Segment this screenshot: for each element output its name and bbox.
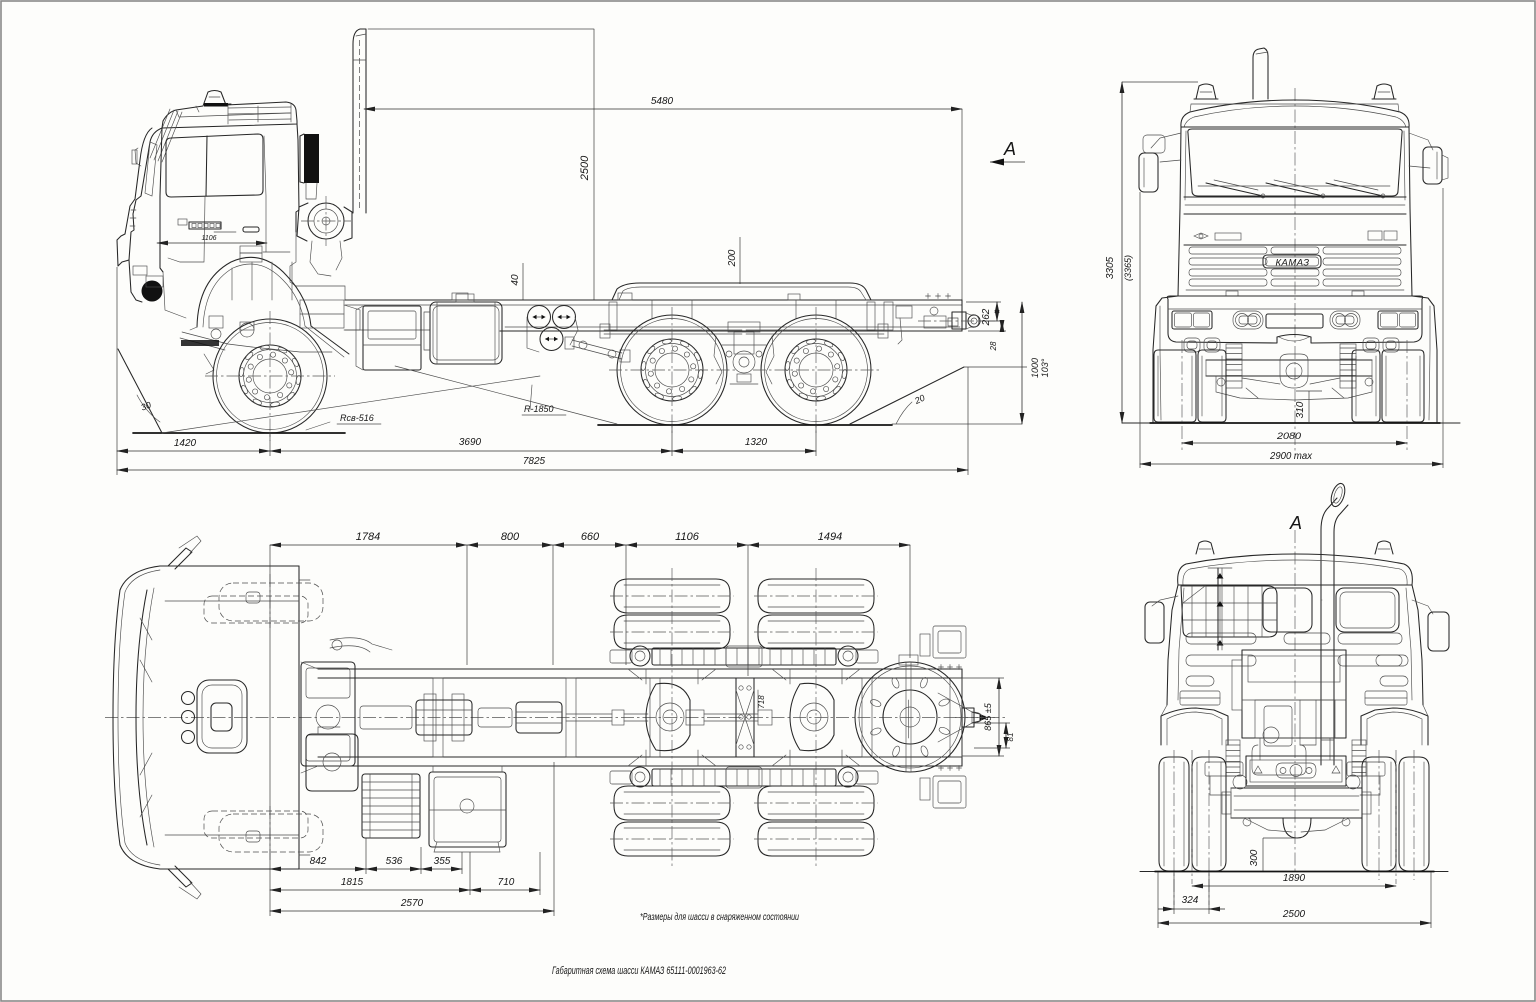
svg-text:310: 310 <box>1295 401 1306 418</box>
svg-text:1000: 1000 <box>1030 358 1040 378</box>
svg-text:20: 20 <box>912 393 926 407</box>
svg-text:262: 262 <box>981 308 992 326</box>
svg-text:1320: 1320 <box>745 437 768 448</box>
svg-text:300: 300 <box>1249 849 1260 866</box>
svg-text:842: 842 <box>310 856 327 867</box>
svg-text:3305: 3305 <box>1105 256 1116 279</box>
svg-text:40: 40 <box>510 274 521 286</box>
svg-text:*Размеры для шасси в снаряженн: *Размеры для шасси в снаряженном состоян… <box>640 912 799 923</box>
svg-text:2500: 2500 <box>579 155 591 181</box>
svg-text:Rсв-516: Rсв-516 <box>340 413 374 423</box>
svg-text:1890: 1890 <box>1283 873 1306 884</box>
svg-text:324: 324 <box>1182 895 1199 906</box>
svg-text:2500: 2500 <box>1282 909 1306 920</box>
svg-text:(3365): (3365) <box>1123 255 1133 281</box>
svg-text:536: 536 <box>386 856 403 867</box>
svg-text:2080: 2080 <box>1276 431 1302 442</box>
svg-text:710: 710 <box>498 877 515 888</box>
svg-text:A: A <box>1003 139 1016 159</box>
svg-text:355: 355 <box>434 856 451 867</box>
svg-text:1106: 1106 <box>675 531 700 543</box>
svg-text:2570: 2570 <box>400 898 424 909</box>
svg-text:81: 81 <box>1006 733 1015 742</box>
svg-text:КАМАЗ: КАМАЗ <box>1275 258 1309 269</box>
svg-text:1106: 1106 <box>201 235 216 242</box>
svg-text:1494: 1494 <box>818 531 842 543</box>
svg-text:103°: 103° <box>1040 358 1050 377</box>
svg-text:5480: 5480 <box>651 96 674 107</box>
svg-text:R-1850: R-1850 <box>524 404 554 414</box>
svg-text:718: 718 <box>757 695 766 709</box>
svg-text:Габаритная схема шасси КАМАЗ 6: Габаритная схема шасси КАМАЗ 65111-00019… <box>552 965 726 977</box>
svg-text:660: 660 <box>581 531 600 543</box>
svg-text:A: A <box>1289 513 1302 533</box>
svg-text:28: 28 <box>989 341 998 351</box>
svg-text:865 ±5: 865 ±5 <box>983 702 993 730</box>
svg-text:1784: 1784 <box>356 531 380 543</box>
svg-text:200: 200 <box>727 249 738 267</box>
svg-text:7825: 7825 <box>523 456 546 467</box>
svg-text:3690: 3690 <box>459 437 482 448</box>
svg-text:2900 max: 2900 max <box>1269 451 1313 462</box>
svg-text:800: 800 <box>501 531 520 543</box>
svg-text:1420: 1420 <box>174 438 197 449</box>
svg-text:30: 30 <box>140 400 153 413</box>
svg-text:1815: 1815 <box>341 877 364 888</box>
